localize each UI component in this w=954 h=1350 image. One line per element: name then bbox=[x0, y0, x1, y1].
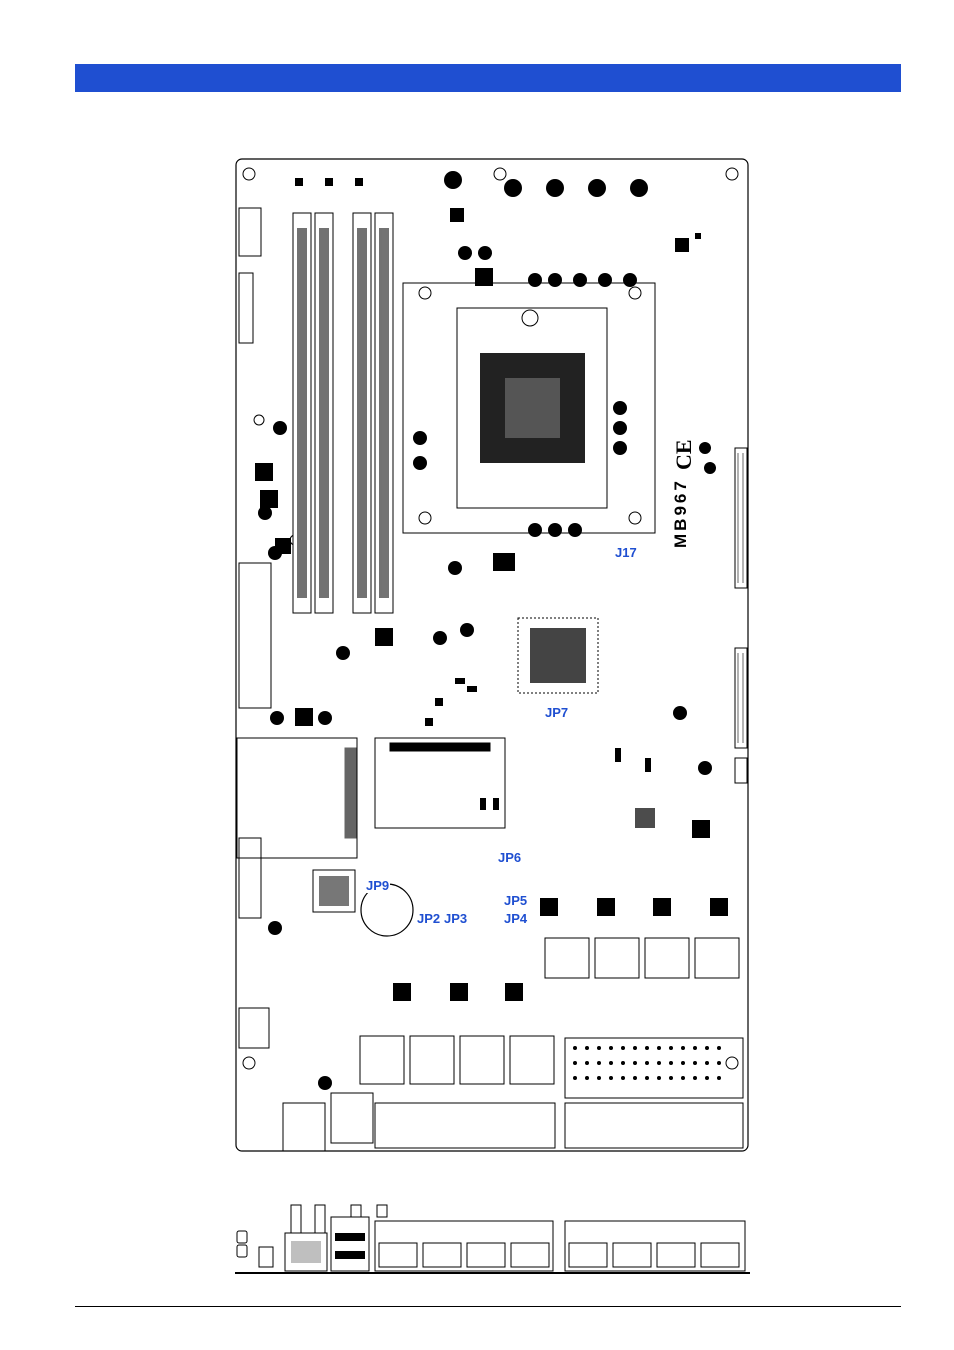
board-model-label: MB967 bbox=[671, 478, 691, 548]
jumper-label-jp4: JP4 bbox=[503, 912, 528, 926]
jumper-label-jp2: JP2 bbox=[416, 912, 441, 926]
rear-io-drawing bbox=[235, 1203, 750, 1281]
motherboard-drawing bbox=[235, 158, 750, 1153]
motherboard-layout-diagram: MB967 CE J17 JP7 JP6 JP9 JP5 JP2 JP3 JP4 bbox=[235, 158, 750, 1153]
ce-mark: CE bbox=[671, 439, 697, 470]
footer-rule bbox=[75, 1306, 901, 1307]
jumper-label-jp3: JP3 bbox=[443, 912, 468, 926]
rear-io-panel bbox=[235, 1203, 750, 1281]
super-io bbox=[313, 870, 355, 912]
chipset bbox=[518, 618, 598, 693]
jumper-label-jp6: JP6 bbox=[497, 851, 522, 865]
jumper-label-jp5: JP5 bbox=[503, 894, 528, 908]
jumper-label-jp7: JP7 bbox=[544, 706, 569, 720]
jumper-label-jp9: JP9 bbox=[365, 879, 390, 893]
header-bar bbox=[75, 64, 901, 92]
jumper-label-j17: J17 bbox=[614, 546, 638, 560]
